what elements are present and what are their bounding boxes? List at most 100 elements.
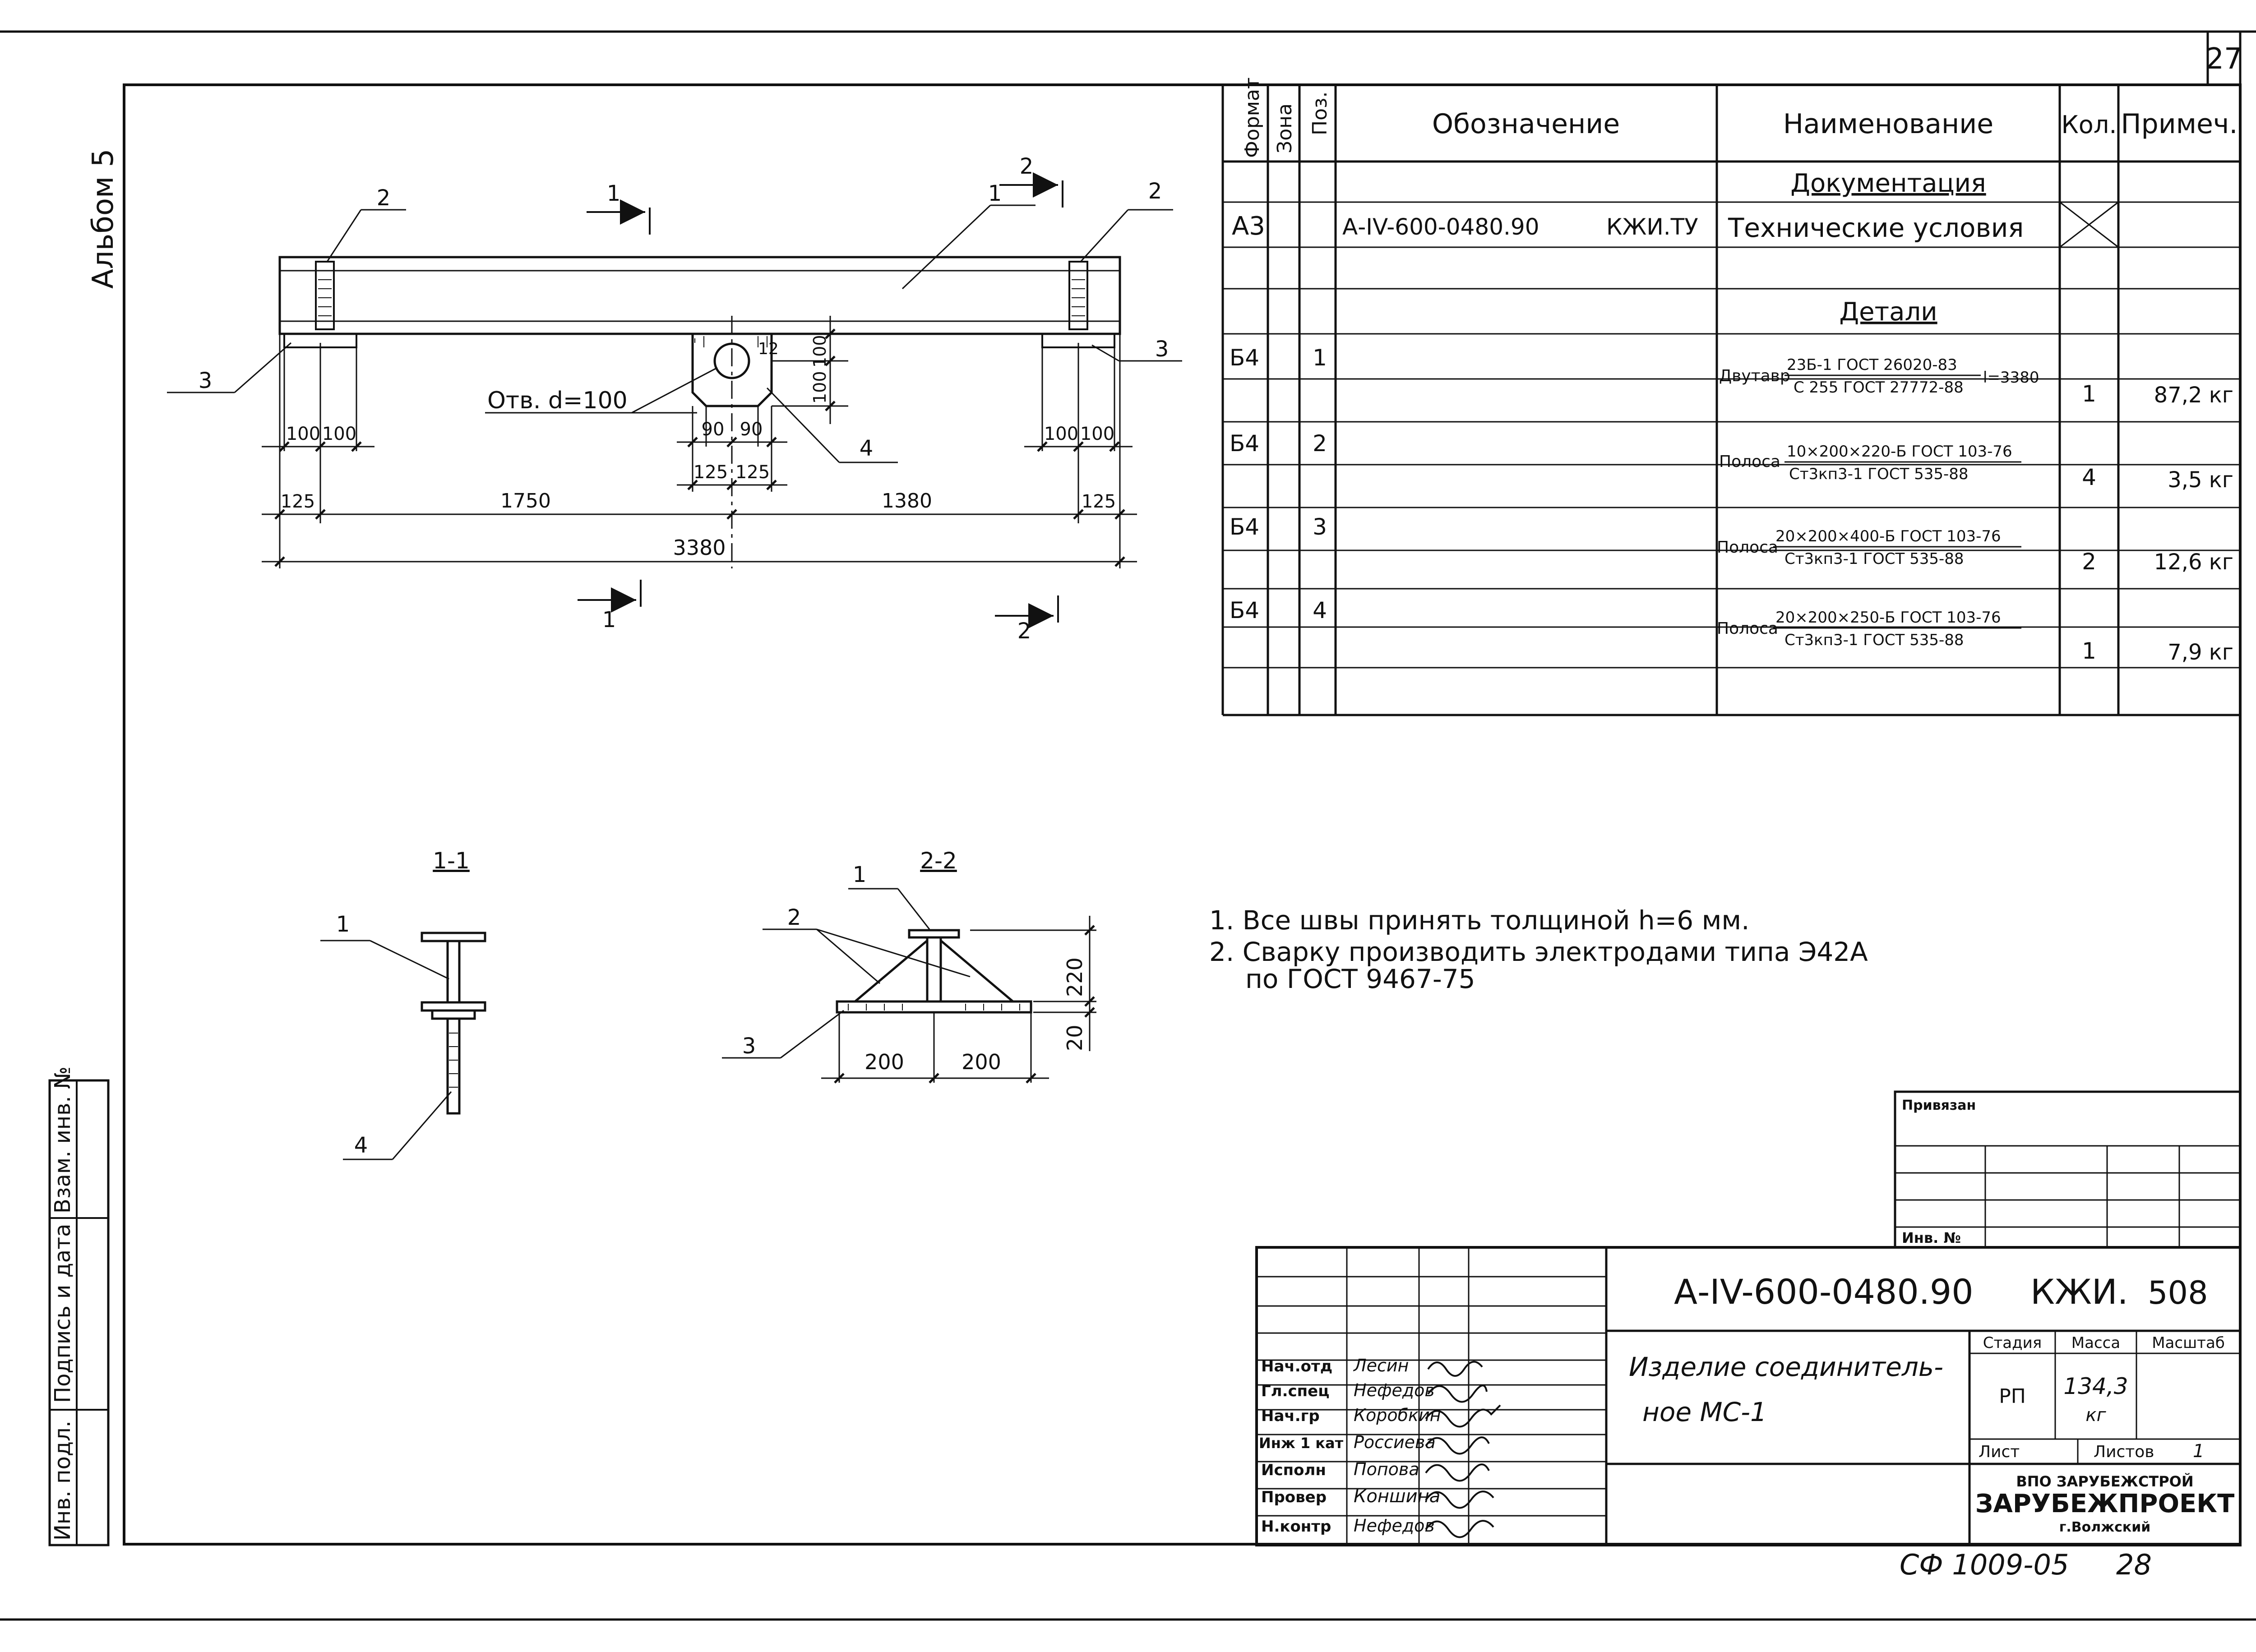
- side-stamp-podpis-data: Подпись и дата: [50, 1223, 75, 1403]
- row-pos: 3: [1313, 514, 1327, 540]
- note-2: 2. Сварку производить электродами типа Э…: [1209, 937, 1868, 967]
- row-format: Б4: [1230, 597, 1259, 623]
- section-2-2-dim-20: 20: [1063, 1024, 1087, 1051]
- stiffener-plate-left: [315, 261, 335, 330]
- section-mark-2-top: 2: [1020, 154, 1034, 179]
- section-marks: [578, 172, 1063, 628]
- callout-3-left: 3: [199, 368, 213, 393]
- note-1: 1. Все швы принять толщиной h=6 мм.: [1209, 905, 1750, 936]
- section-1-1-callout-4: 4: [354, 1133, 368, 1158]
- table-row: Б4 3 Полоса 20×200×400-Б ГОСТ 103-76 Ст3…: [1230, 514, 2233, 575]
- row-length: l=3380: [1983, 369, 2039, 387]
- col-note-header: Примеч.: [2121, 108, 2238, 140]
- row-note: 3,5 кг: [2168, 467, 2233, 493]
- row-format: Б4: [1230, 345, 1259, 371]
- inv-no-label: Инв. №: [1902, 1229, 1961, 1246]
- scale-label: Масштаб: [2152, 1334, 2225, 1352]
- section-details: Детали: [1839, 297, 1937, 327]
- section-1-1-callout-1: 1: [336, 912, 350, 937]
- row-name-bottom: Ст3кп3-1 ГОСТ 535-88: [1784, 631, 1964, 649]
- side-stamp-vzam-inv: Взам. инв. №: [50, 1066, 75, 1214]
- col-pos-header: Поз.: [1308, 92, 1331, 135]
- general-notes: 1. Все швы принять толщиной h=6 мм. 2. С…: [1209, 905, 1868, 994]
- drawing-code-number: 508: [2148, 1274, 2208, 1311]
- sheet-label: Лист: [1979, 1443, 2020, 1461]
- col-designation-header: Обозначение: [1432, 108, 1620, 140]
- row-pos: 1: [1313, 345, 1327, 371]
- row-name-top: 20×200×400-Б ГОСТ 103-76: [1775, 527, 2001, 545]
- section-2-2: 2-2 200 200 220: [722, 848, 1096, 1084]
- callout-3-right: 3: [1155, 337, 1169, 362]
- section-mark-1-bottom: 1: [602, 607, 616, 632]
- row-note: 12,6 кг: [2154, 549, 2233, 575]
- item-name-line1: Изделие соединитель-: [1629, 1352, 1943, 1382]
- row-name-bottom: Ст3кп3-1 ГОСТ 535-88: [1784, 550, 1964, 568]
- item-name-line2: ное МС-1: [1642, 1397, 1767, 1427]
- dim-1750: 1750: [500, 489, 551, 512]
- staff-role: Провер: [1261, 1488, 1327, 1506]
- row-name-top: 20×200×250-Б ГОСТ 103-76: [1775, 609, 2001, 627]
- drawing-code-suffix: КЖИ.: [2030, 1272, 2128, 1312]
- side-stamp: Инв. подл. Подпись и дата Взам. инв. №: [48, 1066, 110, 1546]
- sheet-number: 27: [2205, 42, 2242, 76]
- staff-name: Россиева: [1354, 1432, 1436, 1452]
- dim-100: 100: [1044, 424, 1078, 444]
- row-qty: 1: [2082, 638, 2096, 664]
- dim-125-left: 125: [281, 491, 315, 512]
- col-name-header: Наименование: [1783, 108, 1993, 140]
- section-2-2-dim-200: 200: [864, 1050, 904, 1074]
- dim-90: 90: [740, 419, 763, 440]
- album-label: Альбом 5: [87, 149, 120, 289]
- row-format: Б4: [1230, 430, 1259, 457]
- section-2-2-callout-2: 2: [787, 905, 801, 930]
- hole-label: Отв. d=100: [487, 387, 628, 414]
- section-2-2-title: 2-2: [920, 848, 957, 874]
- col-format-header: Формат: [1241, 77, 1264, 158]
- dim-12: 12: [758, 340, 779, 358]
- side-stamp-inv-podl: Инв. подл.: [50, 1421, 75, 1541]
- org-line2: ЗАРУБЕЖПРОЕКТ: [1975, 1489, 2235, 1518]
- row-pos: 2: [1313, 430, 1327, 457]
- row-format: Б4: [1230, 514, 1259, 540]
- row-name-head: Двутавр: [1719, 367, 1790, 385]
- staff-role: Гл.спец: [1261, 1382, 1329, 1400]
- staff-name: Лесин: [1353, 1356, 1409, 1375]
- col-zone-header: Зона: [1273, 103, 1296, 153]
- stiffener-plate-right: [1068, 261, 1088, 330]
- staff-name: Нефедов: [1354, 1380, 1435, 1400]
- doc-row-format: А3: [1232, 212, 1265, 241]
- dim-3380: 3380: [673, 535, 726, 560]
- row-name-bottom: Ст3кп3-1 ГОСТ 535-88: [1789, 465, 1969, 483]
- doc-row-designation: А-IV-600-0480.90: [1342, 214, 1539, 240]
- org-line1: ВПО ЗАРУБЕЖСТРОЙ: [2016, 1473, 2193, 1490]
- beam-outline: [278, 256, 1121, 335]
- row-qty: 1: [2082, 381, 2096, 407]
- section-2-2-callout-1: 1: [853, 862, 867, 887]
- staff-name: Нефедов: [1354, 1516, 1435, 1536]
- row-name-top: 10×200×220-Б ГОСТ 103-76: [1787, 443, 2012, 461]
- table-row: Б4 4 Полоса 20×200×250-Б ГОСТ 103-76 Ст3…: [1230, 597, 2233, 665]
- callout-4: 4: [860, 436, 874, 461]
- dim-125: 125: [693, 462, 728, 483]
- row-qty: 2: [2082, 549, 2096, 575]
- dim-100: 100: [322, 424, 356, 444]
- row-qty: 4: [2082, 464, 2096, 490]
- doc-row-name: Технические условия: [1728, 212, 2024, 243]
- note-2-continued: по ГОСТ 9467-75: [1245, 964, 1475, 994]
- sheets-label: Листов: [2094, 1443, 2154, 1461]
- section-1-1-title: 1-1: [433, 848, 470, 874]
- col-qty-header: Кол.: [2061, 111, 2117, 139]
- mass-label: Масса: [2071, 1334, 2120, 1352]
- staff-name: Коробкин: [1354, 1405, 1441, 1425]
- elevation-dims: 100 100 100 100 90 90 125 125 125 125 17…: [281, 335, 1116, 560]
- spec-table: Формат Зона Поз. Обозначение Наименовани…: [1221, 77, 2242, 716]
- doc-row-qty-cross: [2059, 201, 2119, 248]
- row-name-bottom: С 255 ГОСТ 27772-88: [1794, 378, 1964, 397]
- stage-value: РП: [1999, 1385, 2026, 1408]
- row-name-head: Полоса: [1717, 538, 1778, 557]
- staff-role: Инж 1 кат: [1259, 1435, 1344, 1452]
- drawing-code: А-IV-600-0480.90: [1674, 1272, 1974, 1312]
- staff-name: Коншина: [1354, 1486, 1440, 1507]
- dim-100-vertical: 100: [810, 371, 830, 404]
